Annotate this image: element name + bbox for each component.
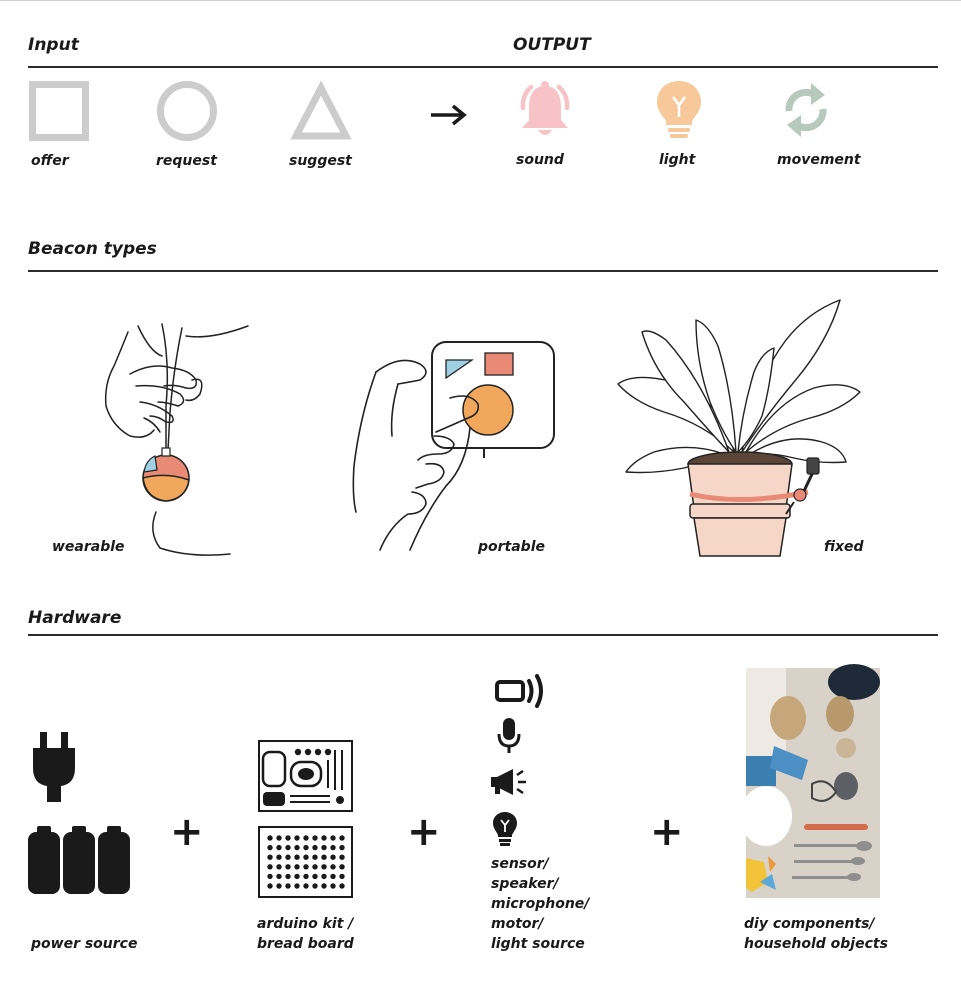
- plus-sign-3: +: [650, 809, 684, 855]
- movement-label: movement: [777, 152, 861, 168]
- plus-sign-1: +: [170, 809, 204, 855]
- arduino-kit-label: arduino kit / bread board: [257, 916, 354, 952]
- power-source-label: power source: [31, 936, 138, 952]
- offer-label: offer: [31, 153, 69, 169]
- batteries-icon: [28, 826, 130, 894]
- input-heading: Input: [28, 35, 79, 55]
- cycle-arrows-icon: [785, 83, 827, 137]
- sensor-speaker-label: sensor/ speaker/ microphone/ motor/ ligh…: [491, 856, 590, 952]
- input-output-rule: [28, 66, 938, 68]
- triangle-icon: [290, 80, 352, 140]
- fixed-beacon-illustration: [617, 299, 861, 557]
- light-bulb-small-icon: [493, 812, 517, 846]
- microphone-icon: [497, 718, 521, 753]
- sound-label: sound: [516, 152, 564, 168]
- hardware-rule: [28, 634, 938, 636]
- portable-label: portable: [478, 539, 545, 555]
- beacon-types-rule: [28, 270, 938, 272]
- wearable-label: wearable: [52, 539, 125, 555]
- top-divider: [0, 0, 961, 1]
- circle-icon: [157, 81, 217, 141]
- wearable-beacon-illustration: [104, 323, 249, 556]
- fixed-label: fixed: [824, 539, 864, 555]
- hardware-heading: Hardware: [28, 608, 122, 628]
- lightbulb-icon: [657, 81, 701, 138]
- power-plug-icon: [33, 732, 75, 802]
- suggest-label: suggest: [289, 153, 352, 169]
- request-label: request: [156, 153, 217, 169]
- portable-beacon-illustration: [352, 341, 555, 551]
- plus-sign-2: +: [407, 809, 441, 855]
- output-heading: OUTPUT: [513, 35, 591, 55]
- arduino-board-icon: [258, 740, 353, 812]
- arrow-right-icon: [431, 104, 467, 126]
- sensor-signal-icon: [495, 674, 543, 708]
- beacon-types-heading: Beacon types: [28, 239, 157, 259]
- diy-components-label: diy components/ household objects: [744, 916, 888, 952]
- megaphone-speaker-icon: [491, 769, 526, 795]
- bell-icon: [520, 81, 570, 135]
- square-icon: [29, 81, 89, 141]
- breadboard-icon: [258, 826, 353, 898]
- light-label: light: [659, 152, 696, 168]
- household-objects-photo: [740, 664, 880, 898]
